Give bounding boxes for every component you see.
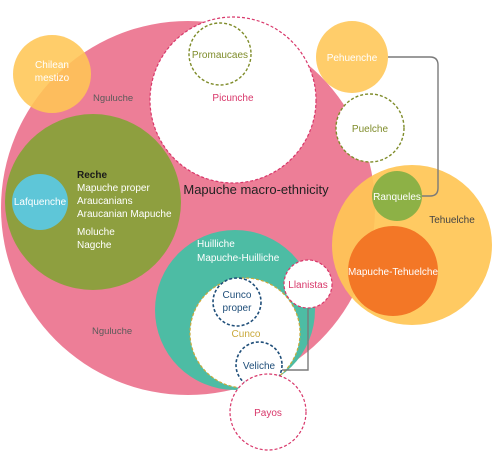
mapuche-proper-label: Mapuche proper <box>77 183 150 194</box>
mapuche-tehuelche-label: Mapuche-Tehuelche <box>348 267 438 278</box>
chilean-mestizo-label-line1: Chilean <box>35 60 69 71</box>
nagche-label: Nagche <box>77 240 112 251</box>
ranqueles-circle <box>372 171 422 221</box>
cunco-proper-label-line1: Cunco <box>223 290 252 301</box>
chilean-mestizo-circle <box>13 35 91 113</box>
moluche-label: Moluche <box>77 227 115 238</box>
macro-ethnicity-label: Mapuche macro-ethnicity <box>183 182 329 197</box>
llanistas-label: Llanistas <box>288 280 327 291</box>
pehuenche-label: Pehuenche <box>327 53 378 64</box>
nguluche-top-label: Nguluche <box>93 93 133 104</box>
reche-circle <box>5 114 181 290</box>
nguluche-bottom-label: Nguluche <box>92 326 132 337</box>
reche-label: Reche <box>77 170 107 181</box>
pehuenche-ranqueles-connector <box>388 56 439 197</box>
puelche-circle <box>335 93 405 163</box>
picunche-label: Picunche <box>212 93 254 104</box>
huilliche-label: Huilliche <box>197 239 235 250</box>
puelche-label: Puelche <box>352 124 389 135</box>
payos-label: Payos <box>254 408 282 419</box>
cunco-label: Cunco <box>232 329 261 340</box>
promaucaes-circle <box>188 22 252 86</box>
veliche-label: Veliche <box>243 361 276 372</box>
mapuche-huilliche-label: Mapuche-Huilliche <box>197 253 280 264</box>
promaucaes-label: Promaucaes <box>192 50 248 61</box>
araucanians-label: Araucanians <box>77 196 133 207</box>
pehuenche-circle <box>316 21 388 93</box>
cunco-proper-label-line2: proper <box>223 303 253 314</box>
tehuelche-label: Tehuelche <box>429 215 475 226</box>
lafquenche-circle <box>12 174 68 230</box>
llanistas-veliche-connector <box>282 308 309 371</box>
payos-circle <box>229 373 307 451</box>
cunco-proper-circle <box>212 277 262 327</box>
ranqueles-label: Ranqueles <box>373 192 421 203</box>
chilean-mestizo-label-line2: mestizo <box>35 73 70 84</box>
araucanian-mapuche-label: Araucanian Mapuche <box>77 209 172 220</box>
mapuche-tehuelche-circle <box>348 226 438 316</box>
lafquenche-label: Lafquenche <box>14 197 67 208</box>
